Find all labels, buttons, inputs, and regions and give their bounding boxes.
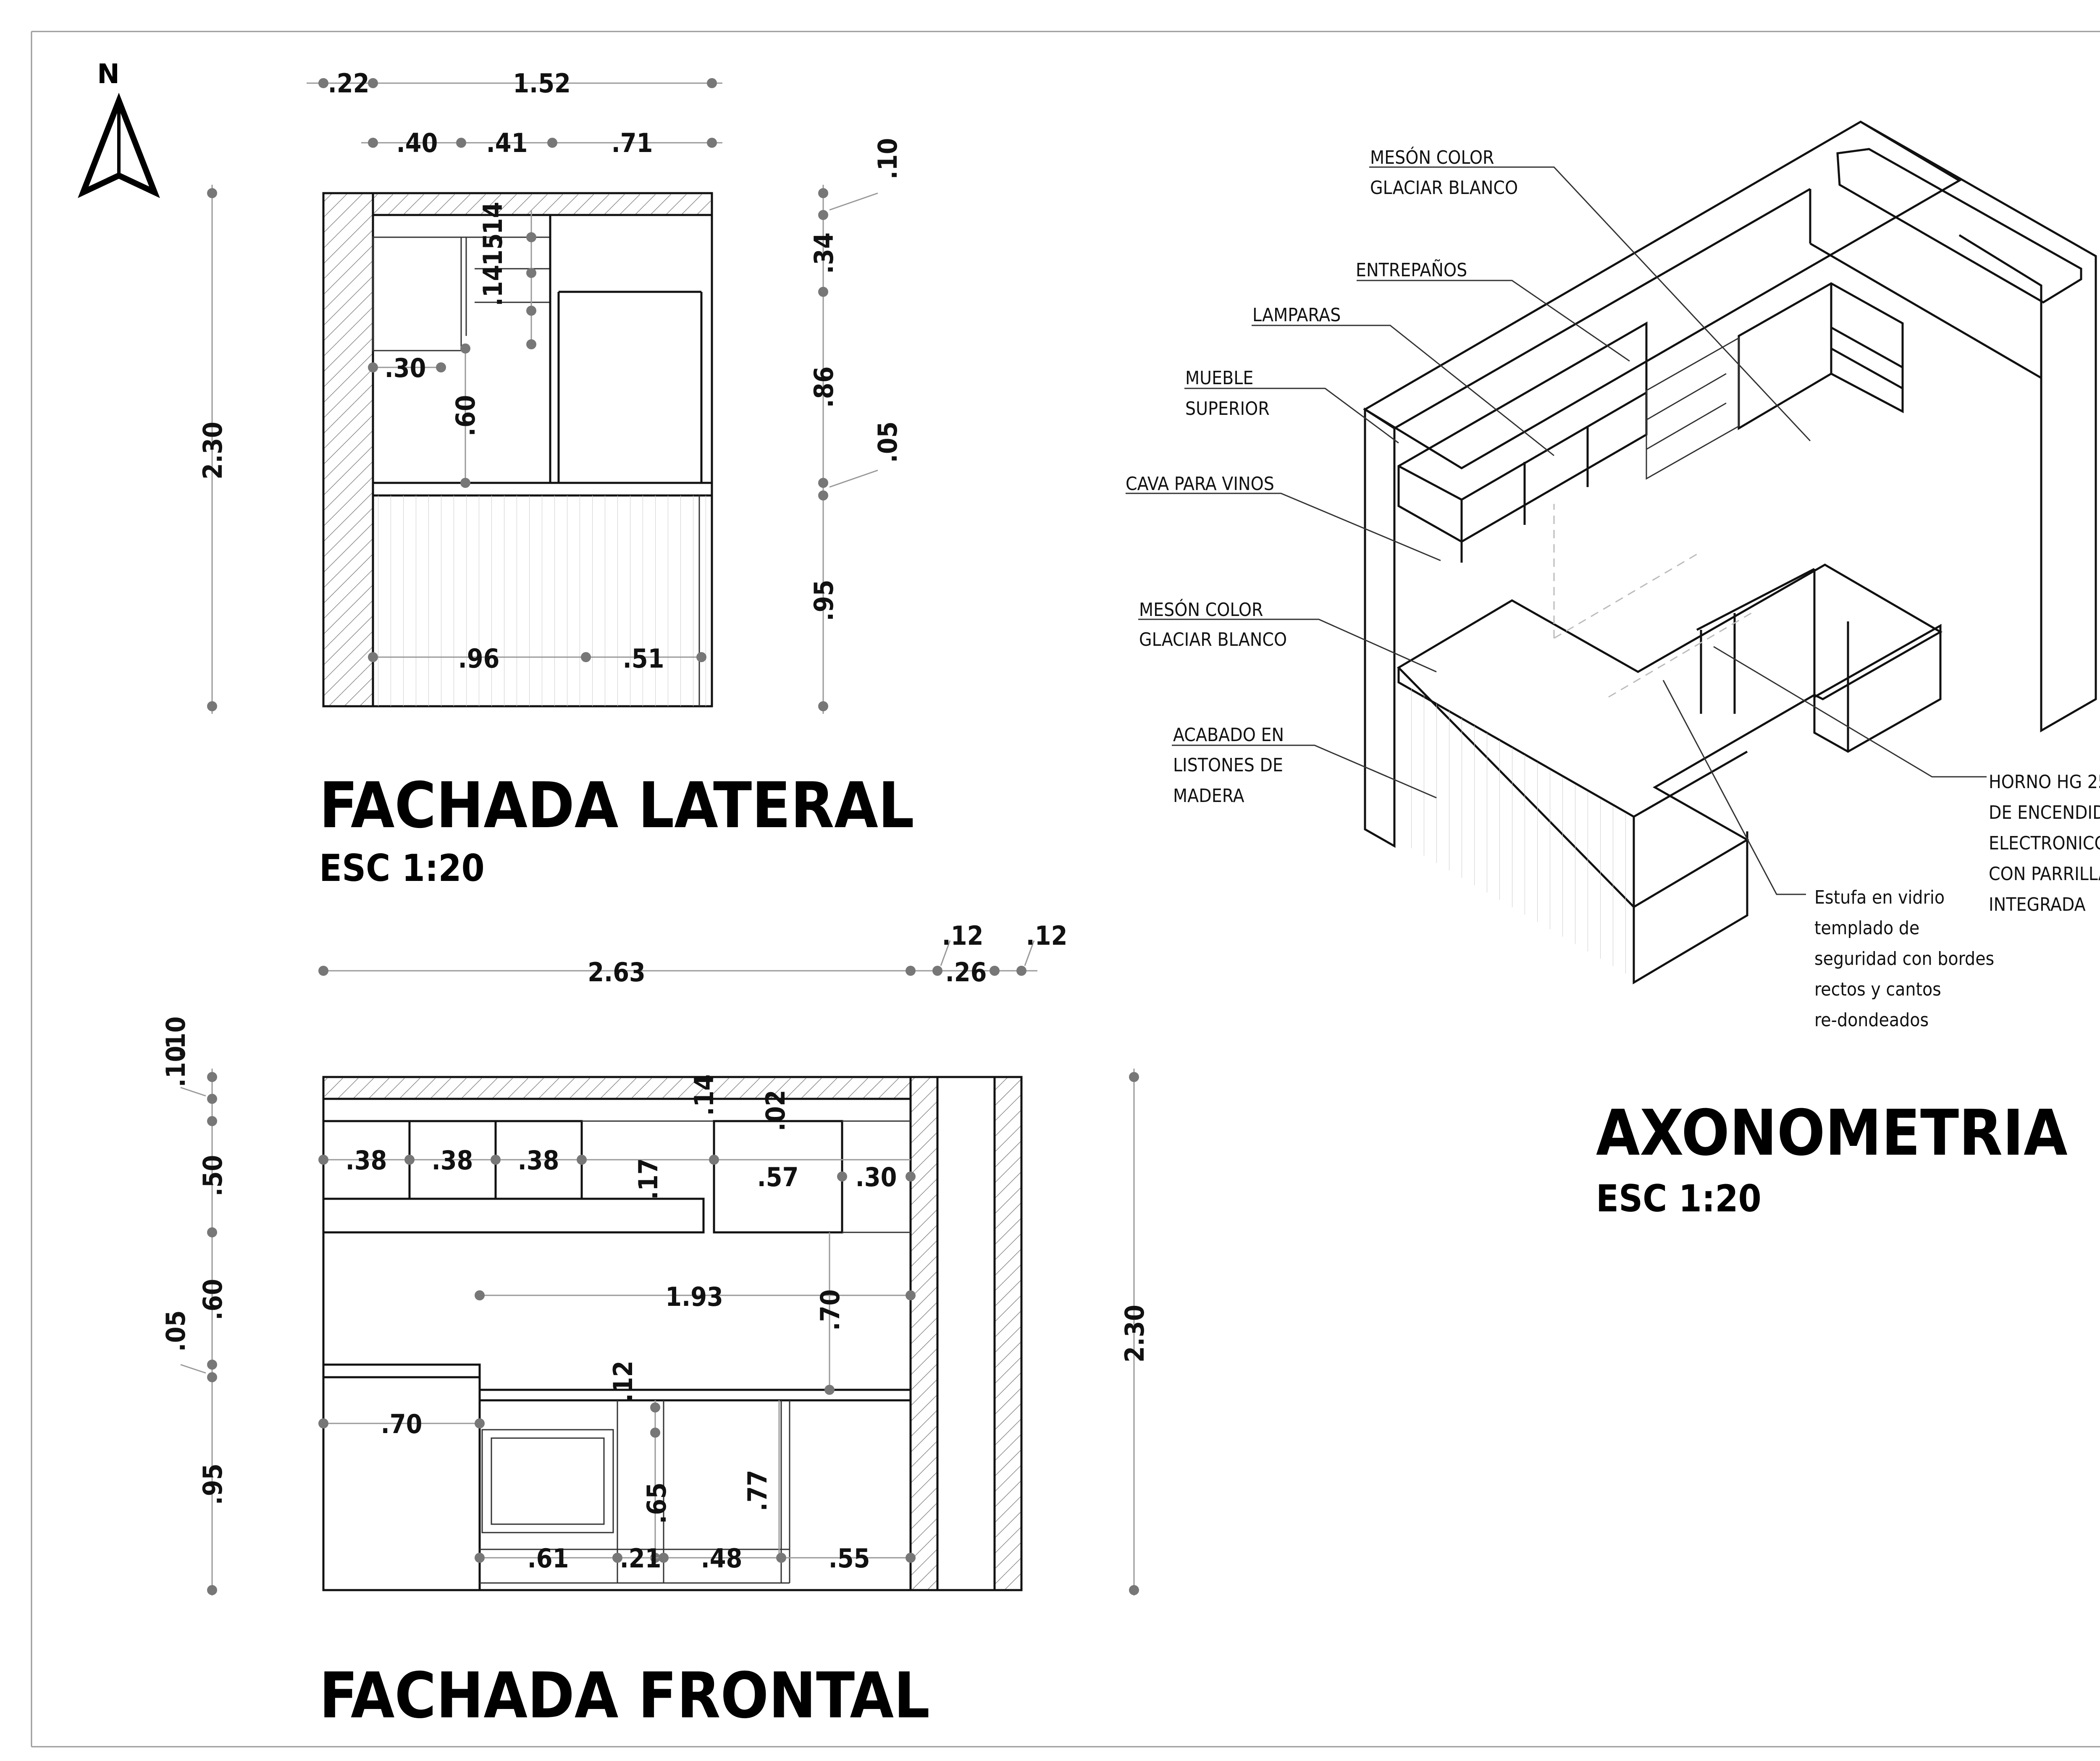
dim-text: .40: [396, 128, 438, 158]
dim-text: .71: [612, 128, 653, 158]
dim-text: .12: [608, 1361, 638, 1402]
dim-text: .14: [478, 265, 508, 307]
dim-text: .48: [701, 1543, 743, 1574]
label-line: CON PARRILLA: [1989, 863, 2100, 885]
fachada-frontal-drawing: [322, 1076, 1023, 1591]
dim-text: .70: [815, 1289, 845, 1331]
dim-text: .38: [432, 1145, 473, 1176]
dim-text: .38: [518, 1145, 559, 1176]
dim-text: .65: [641, 1483, 672, 1524]
dim-text: .12: [1026, 920, 1068, 951]
label-line: seguridad con bordes: [1814, 948, 1994, 970]
dim-text: 2.30: [197, 422, 228, 480]
label-lamparas: LAMPARAS: [1252, 304, 1341, 326]
dim-text: .30: [385, 353, 426, 383]
label-line: SUPERIOR: [1185, 398, 1270, 419]
label-line: MUEBLE: [1185, 367, 1253, 389]
dim-text: .21: [620, 1543, 662, 1574]
axonometria-labels: MESÓN COLOR GLACIAR BLANCO ENTREPAÑOS LA…: [1126, 146, 2100, 1031]
label-line: GLACIAR BLANCO: [1370, 177, 1518, 199]
label-line: ACABADO EN: [1173, 724, 1284, 746]
dim-text: .95: [808, 580, 839, 621]
fachada-lateral-drawing: [322, 192, 713, 708]
label-meson-inferior: MESÓN COLOR GLACIAR BLANCO: [1139, 598, 1287, 650]
dim-text: .12: [942, 920, 984, 951]
dim-text: 2.63: [588, 957, 646, 988]
dim-text: .14: [689, 1074, 719, 1116]
dim-text: 2.30: [1119, 1305, 1150, 1363]
label-entrepanos: ENTREPAÑOS: [1356, 259, 1467, 281]
axonometria-drawing: [1363, 121, 2097, 985]
dim-text: 1.52: [513, 68, 571, 99]
dim-text: .95: [197, 1464, 228, 1505]
north-label: N: [97, 59, 120, 90]
label-line: templado de: [1814, 917, 1919, 939]
fachada-lateral-title: FACHADA LATERAL: [319, 769, 914, 842]
dim-text: .05: [160, 1310, 191, 1352]
dim-text: .50: [197, 1155, 228, 1197]
dim-text: .96: [458, 643, 500, 674]
dim-text: .60: [197, 1279, 228, 1321]
dim-text: .05: [872, 422, 903, 463]
dim-text: .61: [528, 1543, 569, 1574]
label-mueble-superior: MUEBLE SUPERIOR: [1185, 367, 1270, 419]
dim-text: .15: [478, 233, 508, 275]
dim-text: .14: [478, 202, 508, 244]
dim-text: .60: [450, 395, 481, 437]
axonometria-title: AXONOMETRIA: [1596, 1097, 2068, 1170]
dim-text: .51: [623, 643, 664, 674]
dim-text: .55: [829, 1543, 870, 1574]
dim-text: .22: [328, 68, 370, 99]
dim-text: 1.93: [665, 1281, 723, 1312]
dim-text: .70: [381, 1409, 423, 1439]
dim-text: .10: [160, 1046, 191, 1088]
dim-text: .30: [856, 1162, 897, 1192]
label-line: MADERA: [1173, 785, 1244, 807]
axonometria-leaders: [1126, 166, 1987, 895]
fachada-frontal-dim-texts: 2.63 .12 .26 .12 .10 .10 .50 .60 .05 .95…: [160, 920, 1150, 1574]
label-meson-superior: MESÓN COLOR GLACIAR BLANCO: [1370, 146, 1518, 199]
label-line: LISTONES DE: [1173, 755, 1283, 776]
dim-text: .38: [346, 1145, 387, 1176]
label-line: Estufa en vidrio: [1814, 887, 1945, 908]
label-cava-vinos: CAVA PARA VINOS: [1126, 473, 1274, 495]
north-arrow-icon: N: [78, 59, 160, 198]
dim-text: .57: [757, 1162, 799, 1192]
label-estufa: Estufa en vidrio templado de seguridad c…: [1814, 887, 1994, 1031]
fachada-lateral-scale: ESC 1:20: [319, 846, 485, 890]
label-acabado-listones: ACABADO EN LISTONES DE MADERA: [1173, 724, 1284, 807]
dim-text: .17: [633, 1158, 664, 1200]
axonometria-scale: ESC 1:20: [1596, 1177, 1761, 1220]
label-line: re-dondeados: [1814, 1009, 1929, 1031]
dim-text: .77: [742, 1470, 773, 1512]
label-line: INTEGRADA: [1989, 894, 2086, 915]
label-line: rectos y cantos: [1814, 979, 1941, 1000]
dim-text: .02: [760, 1090, 791, 1132]
dim-text: .86: [808, 367, 839, 408]
fachada-frontal-dimensions: [180, 940, 1139, 1596]
fachada-lateral-dimensions: [207, 78, 878, 714]
label-line: MESÓN COLOR: [1139, 598, 1263, 621]
fachada-lateral-dim-texts: .22 1.52 .40 .41 .71 .10 .34 .86 .05 .95…: [197, 68, 903, 674]
sheet-border: [31, 31, 2100, 1748]
dim-text: .26: [945, 957, 987, 988]
label-line: MESÓN COLOR: [1370, 146, 1494, 168]
dim-text: .41: [486, 128, 528, 158]
label-line: DE ENCENDIDO: [1989, 802, 2100, 823]
label-line: GLACIAR BLANCO: [1139, 629, 1287, 650]
dim-text: .10: [872, 138, 903, 180]
dim-text: .34: [808, 233, 839, 274]
label-line: HORNO HG 2555: [1989, 771, 2100, 793]
label-line: ELECTRONICO,: [1989, 833, 2100, 854]
fachada-frontal-title: FACHADA FRONTAL: [319, 1659, 930, 1732]
label-horno: HORNO HG 2555 DE ENCENDIDO ELECTRONICO, …: [1989, 771, 2100, 915]
dim-text: .10: [160, 1017, 191, 1058]
